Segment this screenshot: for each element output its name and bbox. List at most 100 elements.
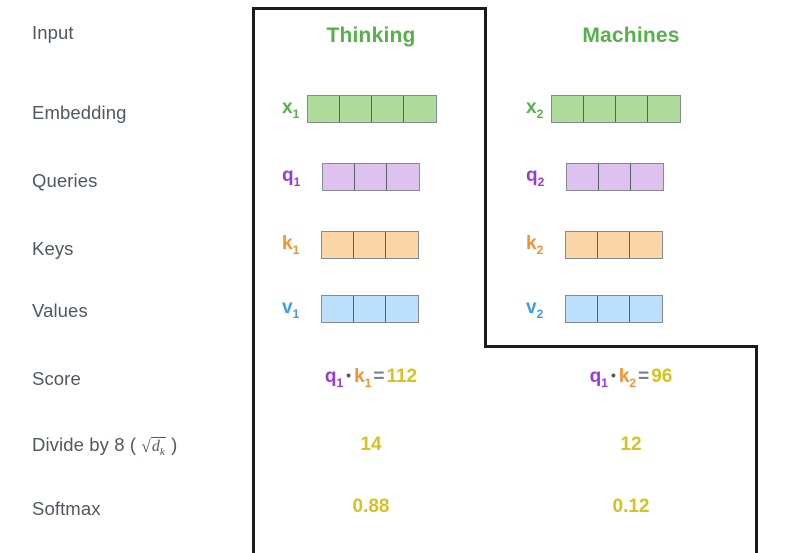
value-cells-v1 <box>321 295 420 323</box>
cell <box>355 164 388 190</box>
cell <box>584 96 617 122</box>
score-q-term-1: q1 <box>324 366 344 390</box>
embedding-vector-x1: x1 <box>282 95 438 123</box>
score-k-term-1: k1 <box>354 366 372 390</box>
sqrt-symbol: √ <box>141 437 151 456</box>
score-expression-1: q1•k1=112 <box>258 366 484 390</box>
cell <box>308 96 341 122</box>
value-subscript: 1 <box>292 306 300 321</box>
score-q-letter: q <box>589 366 602 387</box>
key-vector-k1: k1 <box>282 231 420 259</box>
embedding-label-x1: x1 <box>282 97 299 121</box>
dot-product-icon: • <box>346 367 352 383</box>
column-title-machines: Machines <box>582 24 680 47</box>
row-label-score: Score <box>32 368 81 389</box>
score-k-subscript: 2 <box>629 375 637 390</box>
softmax-value-1: 0.88 <box>352 496 390 517</box>
score-equals-1: = <box>373 366 385 387</box>
cell <box>566 296 599 322</box>
embedding-cells-x2 <box>551 95 682 123</box>
key-label-k1: k1 <box>282 233 299 257</box>
query-vector-q1: q1 <box>282 163 421 191</box>
row-label-queries: Queries <box>32 170 98 191</box>
cell <box>598 232 631 258</box>
softmax-value-2: 0.12 <box>612 496 650 517</box>
score-value-2: 96 <box>651 366 673 387</box>
key-subscript: 1 <box>292 242 300 257</box>
cell <box>552 96 585 122</box>
embedding-cells-x1 <box>307 95 438 123</box>
cell <box>387 164 420 190</box>
query-cells-q1 <box>322 163 421 191</box>
cell <box>340 96 373 122</box>
highlight-outline-lower <box>252 345 758 553</box>
embedding-letter: x <box>526 97 537 119</box>
query-cells-q2 <box>566 163 665 191</box>
cell <box>599 164 632 190</box>
outline-corner-patch <box>0 0 229 5</box>
cell <box>322 232 355 258</box>
divide-by-8-close-paren: ) <box>171 434 178 455</box>
cell <box>630 296 663 322</box>
row-label-divide-by-8: Divide by 8 ( √dk ) <box>32 434 177 458</box>
key-letter: k <box>282 233 293 255</box>
sqrt-radicand: dk <box>150 437 166 459</box>
cell <box>567 164 600 190</box>
cell <box>598 296 631 322</box>
divide-value-1: 14 <box>360 434 382 455</box>
query-letter: q <box>282 165 294 187</box>
cell <box>616 96 649 122</box>
score-q-subscript: 1 <box>336 375 344 390</box>
cell <box>566 232 599 258</box>
value-cells-v2 <box>565 295 664 323</box>
column-title-thinking: Thinking <box>326 24 416 47</box>
math-sub-k: k <box>159 446 165 459</box>
value-letter: v <box>526 297 537 319</box>
embedding-label-x2: x2 <box>526 97 543 121</box>
divide-value-2: 12 <box>620 434 642 455</box>
score-k-letter: k <box>618 366 630 387</box>
key-cells-k1 <box>321 231 420 259</box>
key-label-k2: k2 <box>526 233 543 257</box>
query-subscript: 1 <box>293 174 301 189</box>
cell <box>323 164 356 190</box>
row-label-keys: Keys <box>32 238 74 259</box>
row-label-input: Input <box>32 22 74 43</box>
cell <box>630 232 663 258</box>
score-q-subscript: 1 <box>601 375 608 390</box>
embedding-vector-x2: x2 <box>526 95 682 123</box>
query-subscript: 2 <box>537 174 545 189</box>
query-label-q1: q1 <box>282 165 300 189</box>
sqrt-dk-math: √dk <box>141 437 166 459</box>
embedding-subscript: 2 <box>536 106 544 121</box>
key-subscript: 2 <box>536 242 544 257</box>
row-label-values: Values <box>32 300 88 321</box>
key-vector-k2: k2 <box>526 231 664 259</box>
value-vector-v1: v1 <box>282 295 420 323</box>
cell <box>404 96 437 122</box>
cell <box>631 164 664 190</box>
math-var-d: d <box>151 438 160 455</box>
key-letter: k <box>526 233 537 255</box>
cell <box>354 296 387 322</box>
highlight-outline-upper <box>252 7 487 348</box>
embedding-letter: x <box>282 97 293 119</box>
cell <box>322 296 355 322</box>
score-k-subscript: 1 <box>364 375 372 390</box>
query-letter: q <box>526 165 538 187</box>
cell <box>354 232 387 258</box>
score-q-letter: q <box>324 366 337 387</box>
query-label-q2: q2 <box>526 165 544 189</box>
embedding-subscript: 1 <box>292 106 300 121</box>
score-k-term-2: k2 <box>618 366 637 390</box>
query-vector-q2: q2 <box>526 163 665 191</box>
cell <box>386 296 419 322</box>
value-label-v2: v2 <box>526 297 543 321</box>
score-q-term-2: q1 <box>589 366 608 390</box>
divide-by-8-text: Divide by 8 ( <box>32 434 137 455</box>
value-subscript: 2 <box>536 306 544 321</box>
cell <box>372 96 405 122</box>
score-equals-2: = <box>638 366 650 387</box>
row-label-embedding: Embedding <box>32 102 127 123</box>
